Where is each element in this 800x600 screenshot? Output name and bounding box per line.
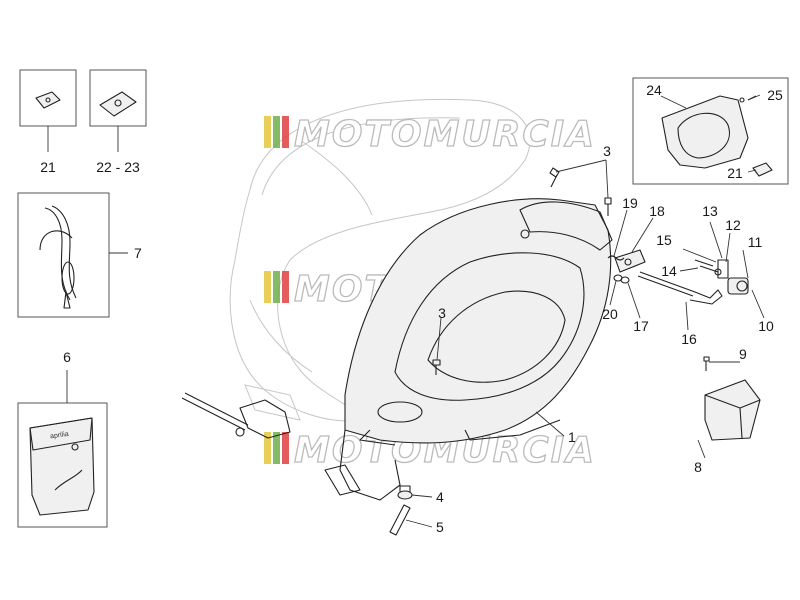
lock-cylinder-icon	[694, 259, 749, 295]
callout-17: 17	[633, 318, 649, 334]
clip-nut-icon	[35, 91, 61, 109]
compartment-cover	[661, 95, 757, 169]
callout-12: 12	[725, 217, 741, 233]
screw-icon	[703, 356, 710, 371]
screw-icon	[549, 167, 560, 188]
watermark-top: MOTOMURCIA	[264, 113, 596, 156]
tool-bag-brand: aprilia	[50, 431, 70, 441]
callout-13: 13	[702, 203, 718, 219]
grommet-icon	[397, 485, 413, 500]
callout-15: 15	[656, 232, 672, 248]
spring-nut-icon	[99, 91, 137, 117]
leader-lines	[47, 94, 765, 528]
callout-3-middle: 3	[438, 305, 446, 321]
callout-4: 4	[436, 489, 444, 505]
spring-icon	[607, 255, 625, 261]
callout-7: 7	[134, 245, 142, 261]
callout-24: 24	[646, 82, 662, 98]
strap-icon	[39, 205, 77, 309]
callout-6: 6	[63, 349, 71, 365]
callout-21-box: 21	[727, 165, 743, 181]
hook-bracket	[181, 392, 291, 439]
callouts: 21 22 - 23 7 6 1 3 3 4 5 9 8 10 11 12 13…	[40, 82, 783, 535]
callout-8: 8	[694, 459, 702, 475]
box-part-7	[17, 192, 110, 318]
glove-pocket	[704, 379, 761, 441]
callout-10: 10	[758, 318, 774, 334]
helmet-compartment	[324, 198, 613, 501]
box-parts-24-25	[632, 77, 789, 185]
box-part-21	[19, 69, 77, 127]
tube-icon	[389, 504, 411, 536]
watermark-text: MOTOMURCIA	[294, 114, 596, 155]
callout-21: 21	[40, 159, 56, 175]
callout-1: 1	[568, 429, 576, 445]
callout-16: 16	[681, 331, 697, 347]
box-part-22-23	[89, 69, 147, 127]
callout-3-top: 3	[603, 143, 611, 159]
callout-25: 25	[767, 87, 783, 103]
box-part-6: aprilia	[17, 402, 108, 528]
callout-9: 9	[739, 346, 747, 362]
bushing-icon	[613, 274, 630, 284]
callout-18: 18	[649, 203, 665, 219]
screw-icon	[432, 359, 441, 375]
callout-14: 14	[661, 263, 677, 279]
lock-cable	[637, 271, 723, 305]
screw-icon	[604, 197, 612, 216]
tool-bag-icon: aprilia	[29, 417, 95, 516]
lock-plate	[614, 249, 646, 273]
callout-20: 20	[602, 306, 618, 322]
callout-19: 19	[622, 195, 638, 211]
clip-nut-icon	[752, 162, 773, 177]
callout-11: 11	[748, 234, 763, 250]
callout-22-23: 22 - 23	[96, 159, 140, 175]
callout-5: 5	[436, 519, 444, 535]
